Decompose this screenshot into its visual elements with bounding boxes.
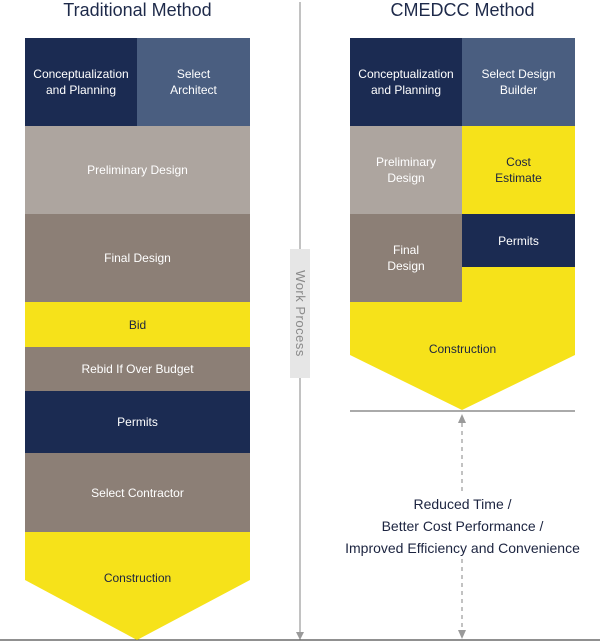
- right-final-design-label: Final Design: [387, 243, 425, 273]
- left-conceptualization-label: Conceptualization and Planning: [33, 67, 129, 97]
- left-rebid-bg: [25, 347, 250, 391]
- benefits-text: Reduced Time / Better Cost Performance /…: [330, 493, 595, 559]
- center-divider-arrowhead: [296, 632, 304, 640]
- dashed-arrowhead-up: [458, 414, 466, 423]
- work-process-label-box: Work Process: [290, 249, 310, 378]
- right-permits-label: Permits: [498, 233, 539, 248]
- right-yellow-filler-bg: [462, 267, 575, 302]
- left-permits-bg: [25, 391, 250, 453]
- left-final-design-bg: [25, 214, 250, 302]
- left-permits-label: Permits: [117, 415, 158, 429]
- right-preliminary-design-label: Preliminary Design: [375, 155, 436, 185]
- left-select-contractor-bg: [25, 453, 250, 532]
- left-construction-label: Construction: [103, 571, 172, 585]
- right-conceptualization-label: Conceptualization and Planning: [358, 67, 454, 97]
- right-preliminary-design-bg: [350, 126, 462, 214]
- work-process-label: Work Process: [292, 270, 308, 357]
- left-select-architect-bg: [137, 38, 250, 126]
- right-title: CMEDCC Method: [390, 0, 535, 20]
- left-final-design-label: Final Design: [104, 251, 171, 265]
- right-permits-bg: [462, 214, 575, 267]
- left-rebid-label: Rebid If Over Budget: [81, 362, 194, 376]
- right-cost-estimate-label: Cost Estimate: [495, 155, 542, 185]
- benefit-line-3: Improved Efficiency and Convenience: [345, 540, 580, 556]
- left-select-architect-label: Select Architect: [170, 67, 217, 97]
- left-select-contractor-label: Select Contractor: [91, 485, 184, 500]
- left-construction-arrow: [25, 532, 250, 640]
- left-title: Traditional Method: [63, 0, 212, 20]
- right-final-design-bg: [350, 214, 462, 302]
- right-select-design-builder-bg: [462, 38, 575, 126]
- left-bid-bg: [25, 302, 250, 347]
- right-construction-arrow: [350, 302, 575, 410]
- left-preliminary-design-label: Preliminary Design: [87, 163, 188, 177]
- left-conceptualization-bg: [25, 38, 137, 126]
- benefit-line-2: Better Cost Performance /: [381, 518, 544, 534]
- right-cost-estimate-bg: [462, 126, 575, 214]
- right-construction-label: Construction: [428, 342, 497, 356]
- right-conceptualization-bg: [350, 38, 462, 126]
- benefit-line-1: Reduced Time /: [413, 496, 512, 512]
- right-select-design-builder-label: Select Design Builder: [481, 67, 556, 97]
- left-preliminary-design-bg: [25, 126, 250, 214]
- left-bid-label: Bid: [128, 317, 147, 332]
- dashed-arrowhead-down: [458, 630, 466, 639]
